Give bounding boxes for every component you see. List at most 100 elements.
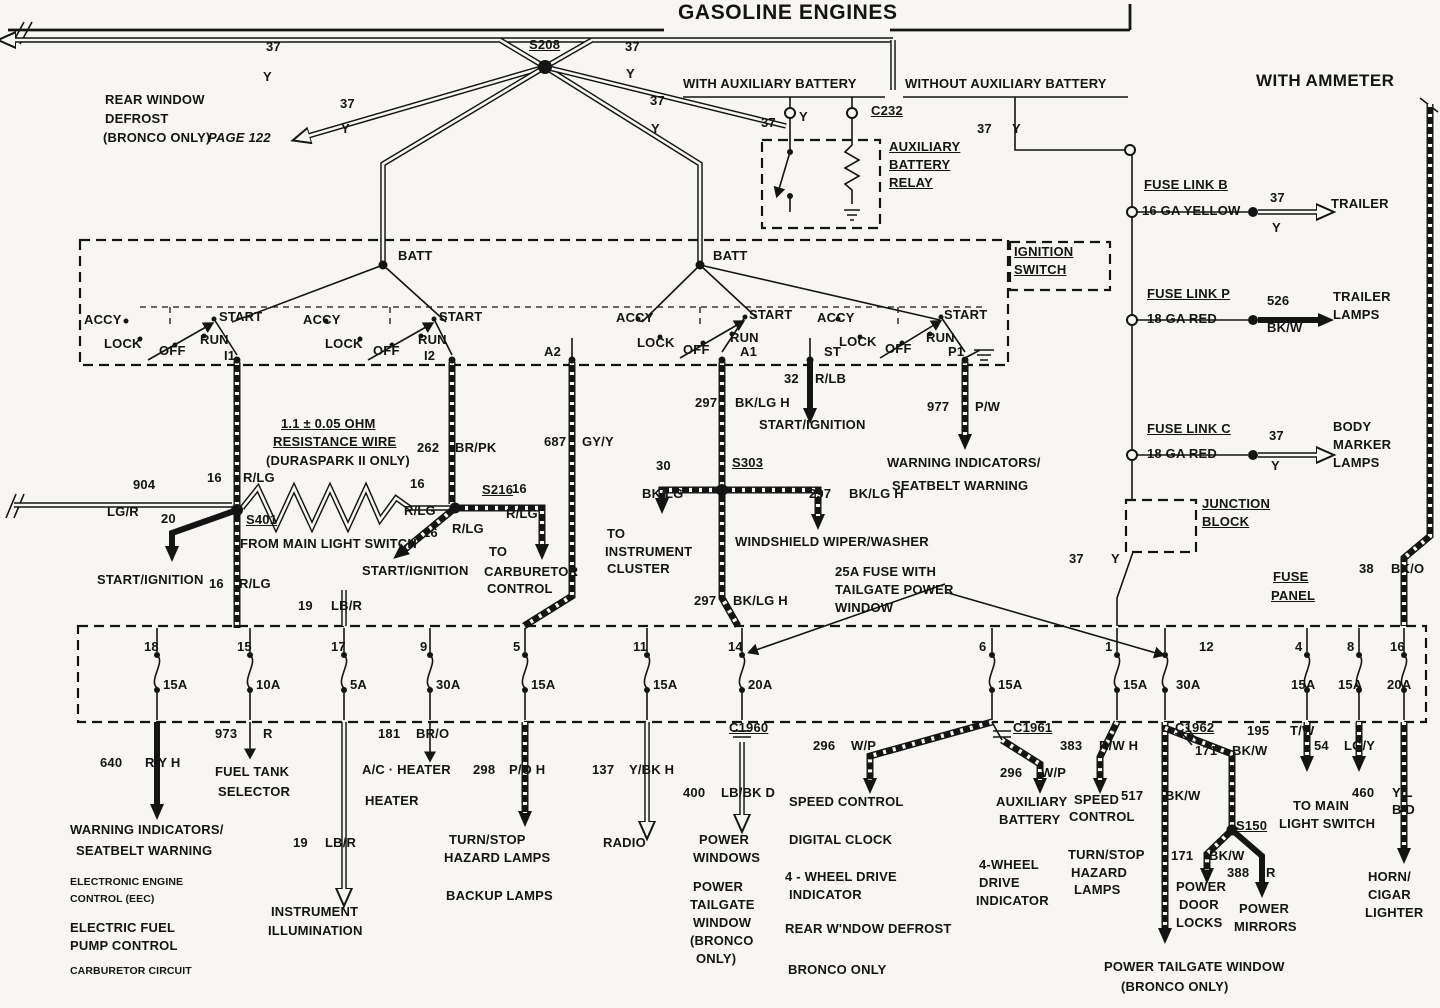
- label-66-run: RUN: [926, 330, 955, 345]
- label-30-526: 526: [1267, 293, 1290, 308]
- label-196-s150: S150: [1236, 818, 1268, 833]
- label-38-body: BODY: [1333, 419, 1372, 434]
- label-119-19: 19: [298, 598, 313, 613]
- label-184-bk-w: BK/W: [1232, 743, 1268, 758]
- fuse-8-circle: [1356, 687, 1362, 693]
- label-136-17: 17: [331, 639, 346, 654]
- label-138-9: 9: [420, 639, 428, 654]
- label-150-12: 12: [1199, 639, 1214, 654]
- label-107-r-lg: R/LG: [452, 521, 484, 536]
- label-189-517: 517: [1121, 788, 1144, 803]
- label-85-262: 262: [417, 440, 440, 455]
- label-108-start-ignition: START/IGNITION: [362, 563, 469, 578]
- label-224-digital-clock: DIGITAL CLOCK: [789, 832, 893, 847]
- label-120-lb-r: LB/R: [331, 598, 363, 613]
- label-153-15a: 15A: [1291, 677, 1316, 692]
- splice-s150: [1226, 824, 1238, 836]
- fuse-17-circle: [341, 652, 347, 658]
- label-230-battery: BATTERY: [999, 812, 1061, 827]
- label-68-i2: I2: [424, 348, 436, 363]
- label-168-298: 298: [473, 762, 496, 777]
- label-117-r-lg: R/LG: [239, 576, 271, 591]
- fuse-12-circle: [1162, 687, 1168, 693]
- label-37-y: Y: [1271, 458, 1280, 473]
- label-99-s401: S401: [246, 512, 278, 527]
- label-122-bk-lg-h: BK/LG H: [733, 593, 788, 608]
- label-98-20: 20: [161, 511, 176, 526]
- label-203-electronic-engine: ELECTRONIC ENGINE: [70, 876, 184, 888]
- label-0-37: 37: [266, 39, 281, 54]
- label-166-a-c-heater: A/C · HEATER: [362, 762, 451, 777]
- ammeter-note: WITH AMMETER: [1256, 71, 1395, 90]
- label-135-10a: 10A: [256, 677, 281, 692]
- label-156-16: 16: [1390, 639, 1405, 654]
- label-132-18: 18: [144, 639, 159, 654]
- hollow-wires: [14, 40, 1318, 890]
- label-226-indicator: INDICATOR: [789, 887, 862, 902]
- label-159-r: R: [263, 726, 273, 741]
- label-144-14: 14: [728, 639, 743, 654]
- label-200-r: R: [1266, 865, 1276, 880]
- page-title: GASOLINE ENGINES: [678, 1, 898, 24]
- fuse-14-circle: [739, 652, 745, 658]
- label-161-r-y-h: R/Y H: [145, 755, 181, 770]
- label-223-speed-control: SPEED CONTROL: [789, 794, 904, 809]
- label-1-s208: S208: [529, 37, 561, 52]
- label-228-bronco-only: BRONCO ONLY: [788, 962, 887, 977]
- label-25-37: 37: [1270, 190, 1285, 205]
- label-109-to: TO: [489, 544, 508, 559]
- label-36-37: 37: [1269, 428, 1284, 443]
- label-42-block: BLOCK: [1202, 514, 1250, 529]
- label-154-8: 8: [1347, 639, 1355, 654]
- label-175-296: 296: [813, 738, 836, 753]
- label-148-1: 1: [1105, 639, 1113, 654]
- label-48-start: START: [219, 309, 263, 324]
- label-185-195: 195: [1247, 723, 1270, 738]
- label-221-bronco: (BRONCO: [690, 933, 754, 948]
- label-190-bk-w: BK/W: [1165, 788, 1201, 803]
- label-227-rear-w-ndow-defrost: REAR W'NDOW DEFROST: [785, 921, 952, 936]
- label-80-warning-indicators: WARNING INDICATORS/: [887, 455, 1041, 470]
- label-114-cluster: CLUSTER: [607, 561, 670, 576]
- label-92-297: 297: [809, 486, 832, 501]
- fuse-15-circle: [247, 652, 253, 658]
- label-96-16: 16: [207, 470, 222, 485]
- fuse-5-circle: [522, 652, 528, 658]
- label-174-lb-bk-d: LB/BK D: [721, 785, 776, 800]
- label-84-duraspark-ii-only: (DURASPARK II ONLY): [266, 453, 410, 468]
- label-210-instrument: INSTRUMENT: [271, 904, 359, 919]
- label-90-s303: S303: [732, 455, 764, 470]
- splice-s401: [231, 504, 243, 516]
- label-244-horn: HORN/: [1368, 869, 1411, 884]
- label-56-run: RUN: [418, 332, 447, 347]
- label-152-4: 4: [1295, 639, 1303, 654]
- label-128-fuse: FUSE: [1273, 569, 1309, 584]
- label-97-r-lg: R/LG: [243, 470, 275, 485]
- label-232-drive: DRIVE: [979, 875, 1020, 890]
- connector-c232-right: [846, 107, 858, 119]
- label-225-4-wheel-drive: 4 - WHEEL DRIVE: [785, 869, 897, 884]
- splice-s303: [716, 484, 728, 496]
- label-202-seatbelt-warning: SEATBELT WARNING: [76, 843, 213, 858]
- label-199-388: 388: [1227, 865, 1250, 880]
- label-52-accy: ACCY: [303, 312, 341, 327]
- label-242-power: POWER: [1239, 901, 1290, 916]
- label-142-11: 11: [633, 639, 648, 654]
- label-83-resistance-wire: RESISTANCE WIRE: [273, 434, 397, 449]
- page-border: [5, 4, 1439, 519]
- label-155-15a: 15A: [1338, 677, 1363, 692]
- label-76-297: 297: [695, 395, 718, 410]
- label-188-lg-y: LG/Y: [1344, 738, 1376, 753]
- label-197-171: 171: [1171, 848, 1194, 863]
- fuse-panel-box: [76, 624, 1428, 724]
- label-17-c232: C232: [871, 103, 903, 118]
- fuse-4-circle: [1304, 687, 1310, 693]
- label-139-30a: 30A: [436, 677, 461, 692]
- fuse-glyphs: [153, 628, 1408, 720]
- label-183-171: 171: [1195, 743, 1218, 758]
- label-127-y: Y: [1111, 551, 1120, 566]
- label-171-y-bk-h: Y/BK H: [629, 762, 675, 777]
- label-157-20a: 20A: [1387, 677, 1412, 692]
- splice-s208: [538, 60, 552, 74]
